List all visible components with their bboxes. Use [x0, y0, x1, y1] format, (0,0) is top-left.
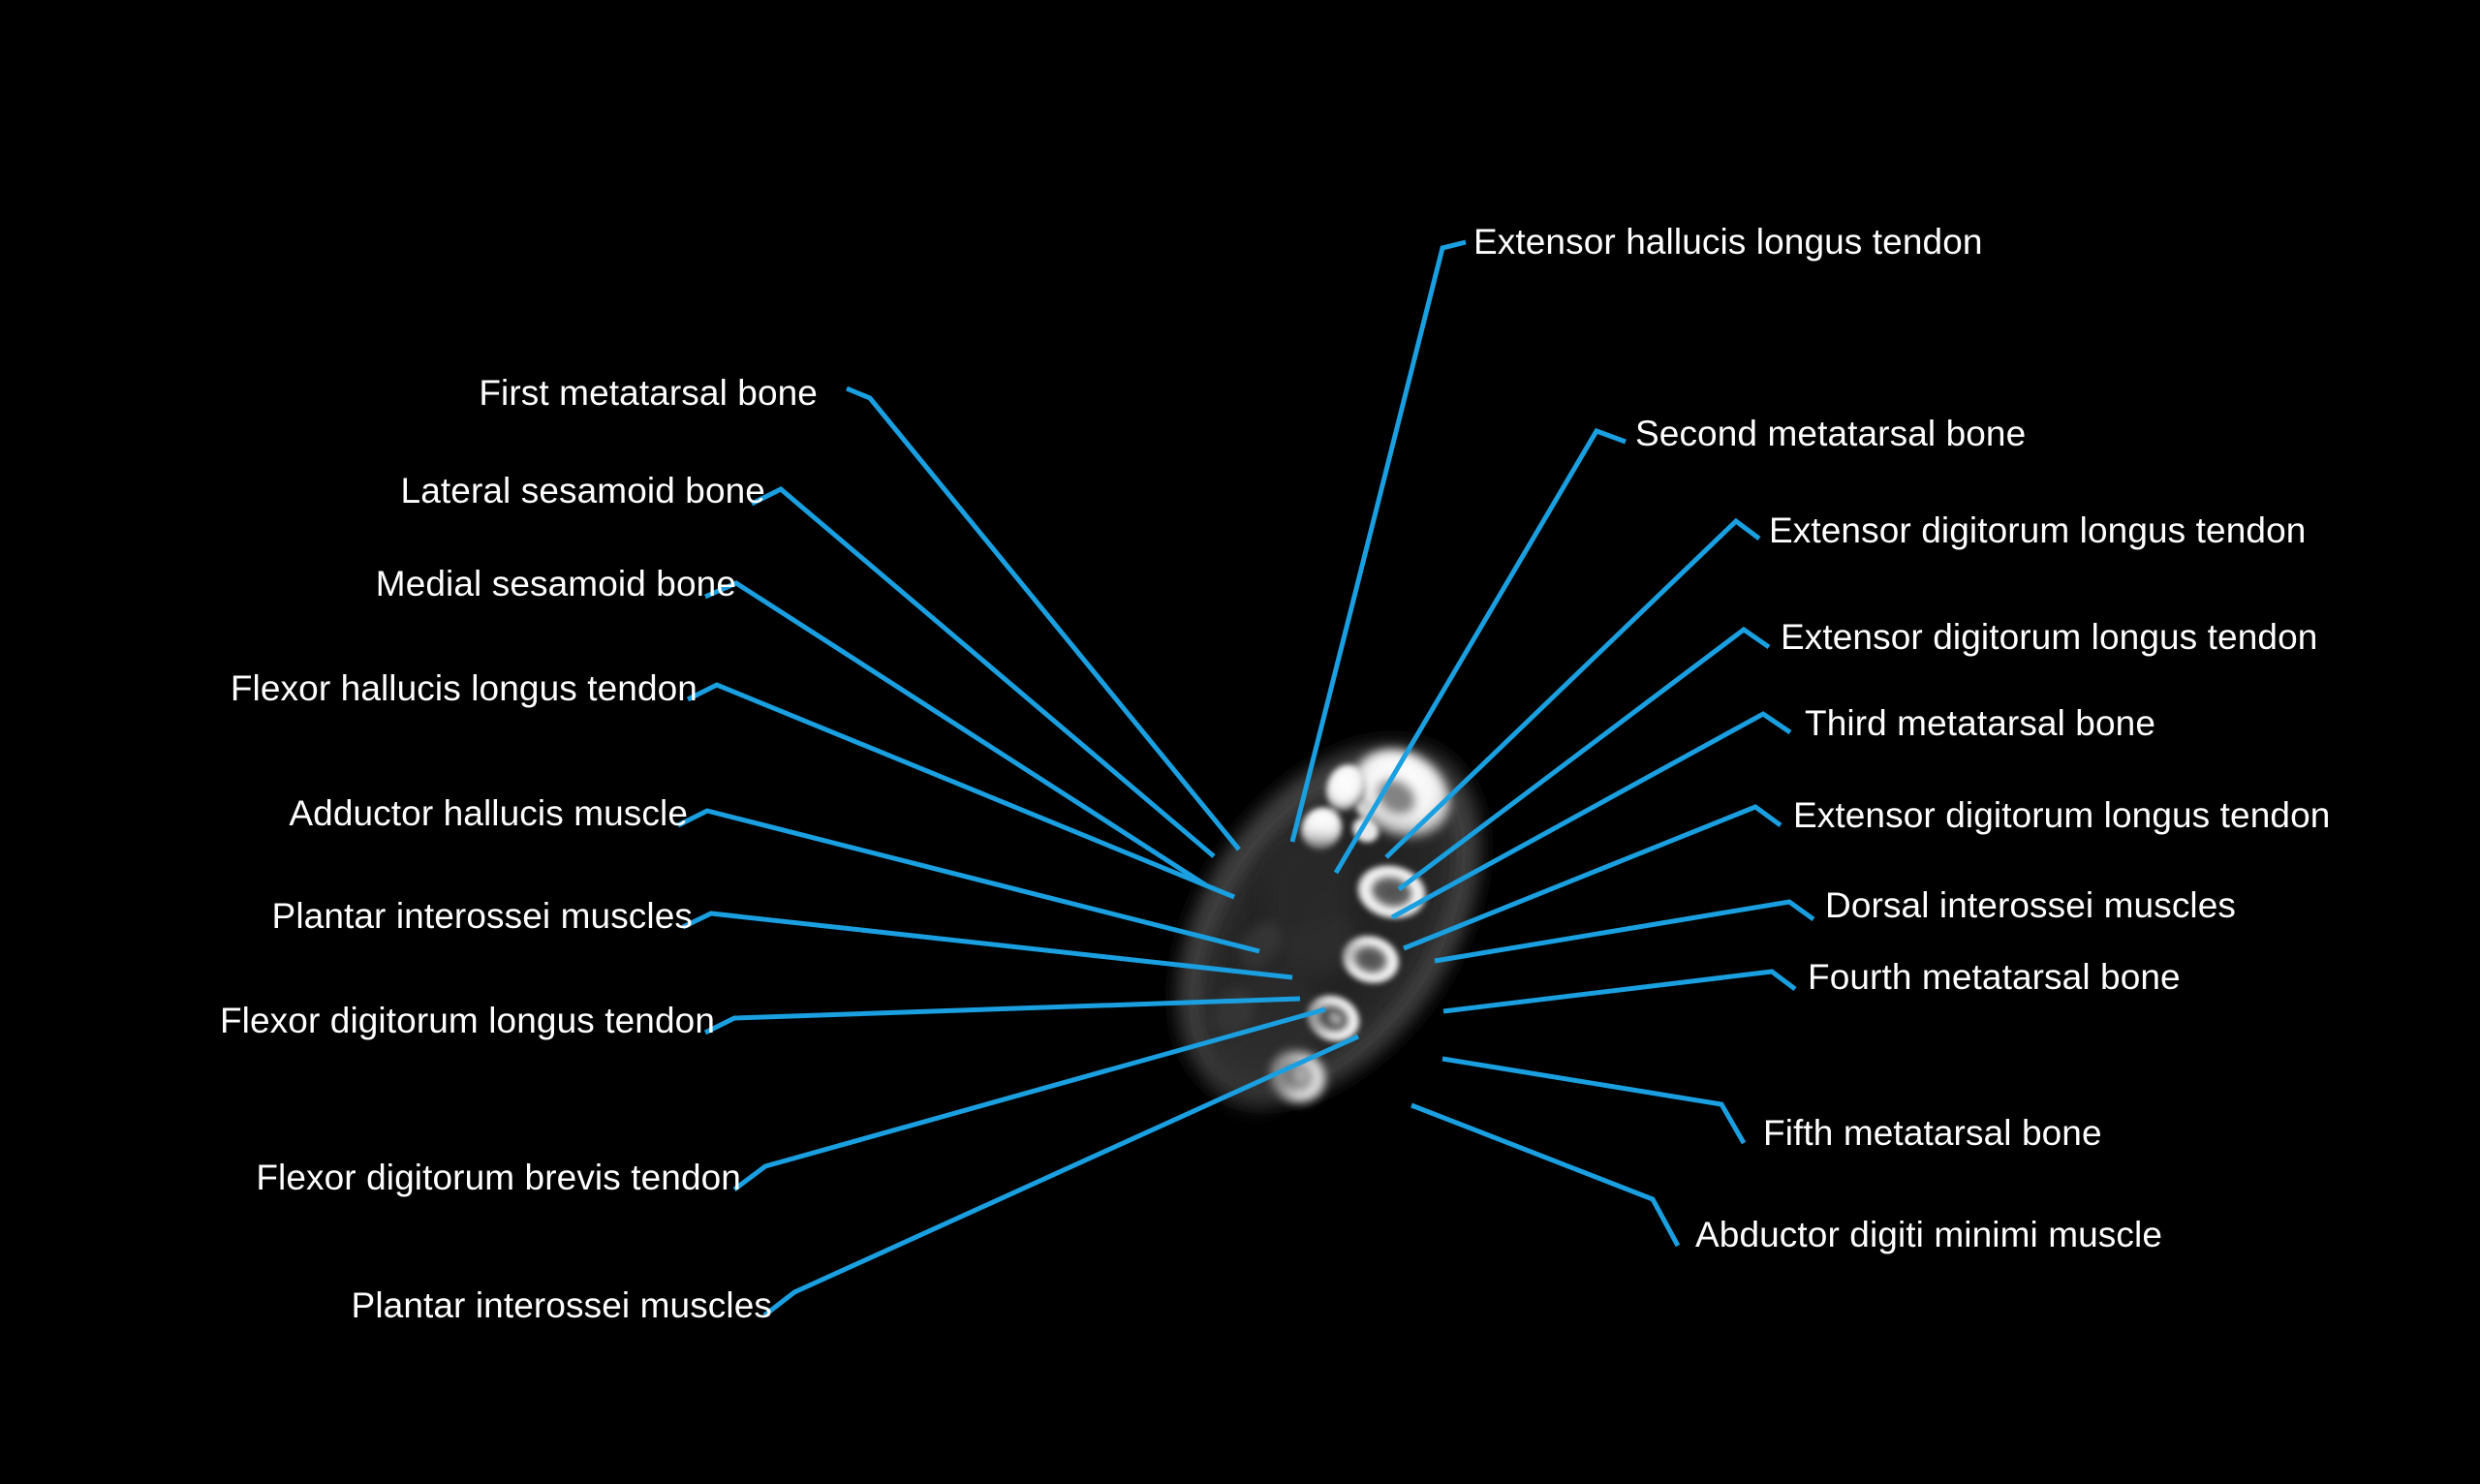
annotation-label-plantar-interossei-muscles-upper: Plantar interossei muscles — [271, 896, 693, 936]
annotation-label-adductor-hallucis-muscle: Adductor hallucis muscle — [289, 793, 688, 833]
annotation-label-abductor-digiti-minimi-muscle: Abductor digiti minimi muscle — [1695, 1215, 2163, 1254]
annotation-label-third-metatarsal-bone: Third metatarsal bone — [1805, 703, 2156, 743]
annotation-label-fifth-metatarsal-bone: Fifth metatarsal bone — [1763, 1113, 2102, 1153]
annotation-label-second-metatarsal-bone: Second metatarsal bone — [1635, 414, 2027, 453]
annotation-label-lateral-sesamoid-bone: Lateral sesamoid bone — [400, 471, 765, 510]
annotation-label-extensor-hallucis-longus-tendon: Extensor hallucis longus tendon — [1473, 222, 1983, 262]
annotation-label-fourth-metatarsal-bone: Fourth metatarsal bone — [1808, 957, 2181, 997]
annotation-label-first-metatarsal-bone: First metatarsal bone — [479, 373, 818, 413]
annotation-label-flexor-digitorum-brevis-tendon: Flexor digitorum brevis tendon — [256, 1158, 741, 1197]
annotation-label-dorsal-interossei-muscles: Dorsal interossei muscles — [1825, 885, 2237, 925]
annotation-label-extensor-digitorum-longus-tendon-2: Extensor digitorum longus tendon — [1781, 617, 2318, 657]
annotation-label-extensor-digitorum-longus-tendon-1: Extensor digitorum longus tendon — [1769, 510, 2307, 550]
annotation-label-plantar-interossei-muscles-lower: Plantar interossei muscles — [351, 1285, 772, 1325]
annotation-label-extensor-digitorum-longus-tendon-3: Extensor digitorum longus tendon — [1793, 795, 2331, 835]
annotation-label-flexor-hallucis-longus-tendon: Flexor hallucis longus tendon — [230, 668, 698, 708]
annotation-label-flexor-digitorum-longus-tendon: Flexor digitorum longus tendon — [219, 1001, 715, 1040]
annotation-label-medial-sesamoid-bone: Medial sesamoid bone — [375, 564, 736, 603]
